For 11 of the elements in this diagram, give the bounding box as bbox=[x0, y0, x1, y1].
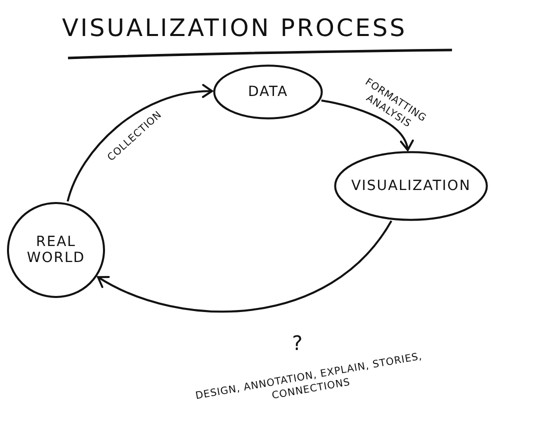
curved-arrow bbox=[97, 220, 392, 313]
title: VISUALIZATION PROCESS bbox=[62, 14, 407, 42]
question-mark: ? bbox=[292, 330, 304, 356]
ellipse-node bbox=[6, 200, 106, 300]
curved-arrow bbox=[66, 84, 214, 202]
ellipse-node bbox=[212, 64, 324, 120]
ellipse-node bbox=[332, 150, 490, 222]
node-label: REAL WORLD bbox=[26, 234, 86, 266]
node-label: VISUALIZATION bbox=[351, 178, 471, 194]
node-label: DATA bbox=[248, 84, 288, 100]
curved-arrow bbox=[321, 99, 412, 152]
